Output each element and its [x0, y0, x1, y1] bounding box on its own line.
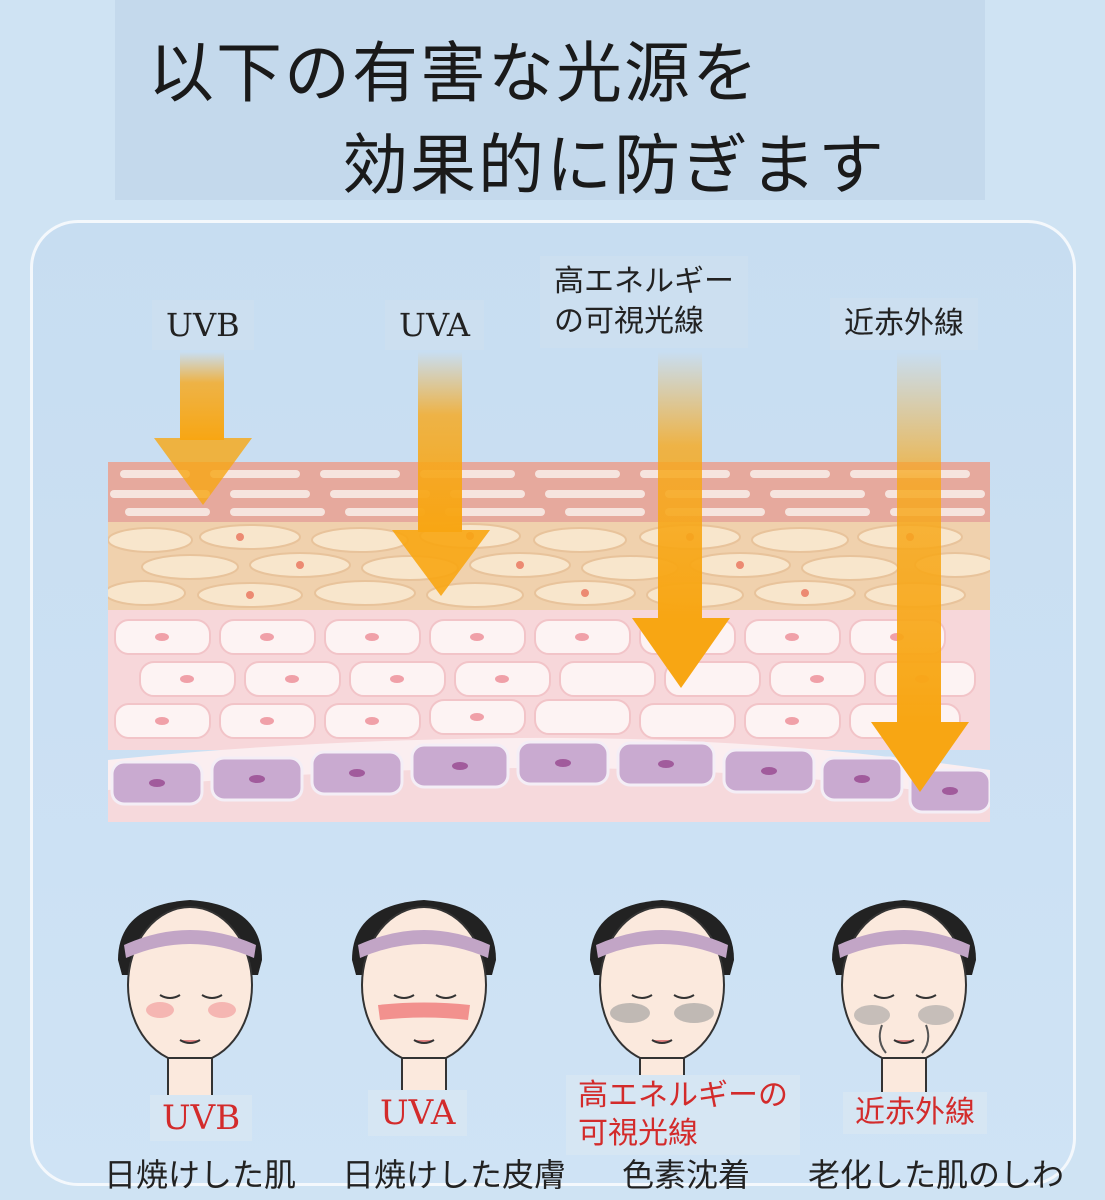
skin-layers [108, 462, 990, 822]
light-label-visible-line-1: 高エネルギー [554, 264, 734, 299]
face-illustration-uva [352, 900, 496, 1119]
effect-sunburned-dermis: 日焼けした皮膚 [342, 1156, 567, 1194]
effect-pigmentation: 色素沈着 [622, 1156, 751, 1194]
face-caption-uva: UVA [368, 1090, 468, 1136]
face-caption-visible-line-1: 高エネルギーの [578, 1078, 788, 1113]
face-illustration-uvb [118, 900, 262, 1119]
light-label-near-infrared: 近赤外線 [830, 298, 978, 350]
visible-light-arrow-icon [632, 352, 730, 688]
effect-wrinkles: 老化した肌のしわ [808, 1156, 1065, 1194]
title-line-1: 以下の有害な光源を [148, 35, 760, 112]
face-illustration-pigmentation [590, 900, 734, 1119]
face-caption-near-infrared: 近赤外線 [843, 1092, 987, 1134]
light-label-uva: UVA [385, 300, 485, 350]
title-banner [115, 0, 985, 200]
face-caption-uvb: UVB [150, 1095, 253, 1141]
face-caption-visible-line-2: 可視光線 [578, 1116, 698, 1151]
uva-arrow-icon [392, 352, 490, 596]
light-label-uvb: UVB [152, 300, 254, 350]
uvb-arrow-icon [154, 352, 252, 505]
near-infrared-arrow-icon [871, 352, 969, 792]
face-illustration-wrinkles [832, 900, 976, 1119]
light-label-visible-line-2: の可視光線 [554, 304, 704, 339]
title-line-2: 効果的に防ぎます [342, 127, 886, 204]
effect-sunburned-skin: 日焼けした肌 [104, 1156, 297, 1194]
face-caption-visible: 高エネルギーの 可視光線 [566, 1075, 800, 1155]
light-label-visible: 高エネルギー の可視光線 [540, 256, 748, 348]
